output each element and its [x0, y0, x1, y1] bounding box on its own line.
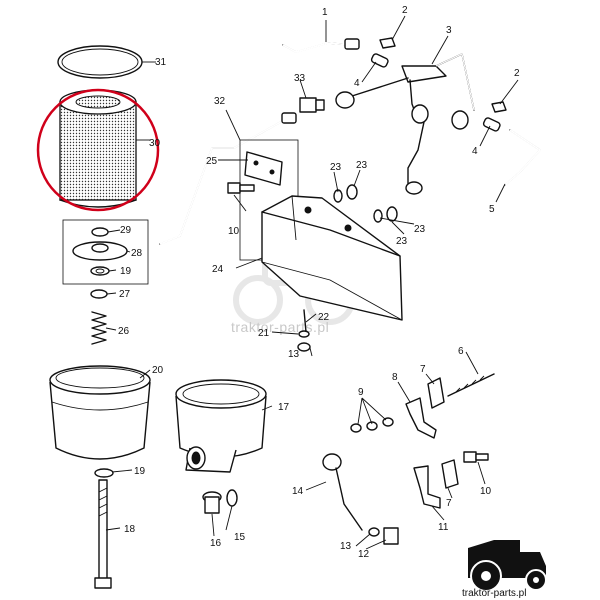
part-9-nut-set	[350, 417, 394, 433]
callout-4: 4	[354, 78, 360, 89]
callout-19: 19	[120, 266, 132, 277]
part-4-sleeve-right	[482, 117, 501, 132]
callout-1: 1	[322, 7, 328, 18]
callout-3: 3	[446, 25, 452, 36]
part-23-washer-3	[373, 209, 383, 223]
part-2-nut-right	[491, 101, 507, 113]
part-10-bolt-lower	[463, 451, 489, 463]
part-13-nut-lower	[368, 527, 380, 537]
highlight-circle	[36, 88, 160, 212]
part-3-fuel-manifold	[335, 53, 475, 195]
callout-28: 28	[131, 248, 143, 259]
callout-19: 19	[134, 466, 146, 477]
callout-25: 25	[206, 156, 218, 167]
leader-lines	[105, 15, 519, 550]
callout-5: 5	[489, 204, 495, 215]
callout-18: 18	[124, 524, 136, 535]
callout-23: 23	[414, 224, 426, 235]
callout-24: 24	[212, 264, 224, 275]
part-22-stud	[303, 309, 307, 333]
callout-14: 14	[292, 486, 304, 497]
part-7-clip-lower	[441, 459, 459, 489]
callout-numbers: 1 2 3 2 4 33 4 5 32 31 30 25 23 23 10 23…	[118, 5, 520, 560]
part-6-screw	[447, 373, 495, 397]
part-7-clip-upper	[427, 377, 445, 409]
callout-20: 20	[152, 365, 164, 376]
part-16-plug	[202, 491, 222, 514]
callout-15: 15	[234, 532, 246, 543]
callout-13: 13	[340, 541, 352, 552]
part-25-clamp-plate	[244, 151, 283, 186]
part-5-fuel-pipe	[504, 129, 542, 186]
callout-2: 2	[402, 5, 408, 16]
callout-31: 31	[155, 57, 167, 68]
callout-23: 23	[356, 160, 368, 171]
callout-4: 4	[472, 146, 478, 157]
part-24-bracket-tray	[261, 195, 403, 321]
callout-23: 23	[396, 236, 408, 247]
callout-16: 16	[210, 538, 222, 549]
part-18-long-bolt	[94, 479, 112, 589]
part-1-fuel-pipe	[282, 38, 360, 53]
part-23-washer-2	[346, 184, 358, 200]
callout-8: 8	[392, 372, 398, 383]
callout-32: 32	[214, 96, 226, 107]
callout-27: 27	[119, 289, 131, 300]
part-20-filter-bowl	[49, 365, 151, 460]
callout-7: 7	[446, 498, 452, 509]
part-17-filter-housing	[175, 379, 267, 473]
callout-10: 10	[480, 486, 492, 497]
callout-10: 10	[228, 226, 240, 237]
callout-21: 21	[258, 328, 270, 339]
part-8-bracket	[405, 397, 437, 439]
part-33-adapter	[299, 97, 325, 113]
callout-11: 11	[438, 522, 449, 533]
callout-29: 29	[120, 225, 132, 236]
callout-22: 22	[318, 312, 330, 323]
part-21-washer	[298, 330, 310, 338]
part-12-fitting	[383, 527, 399, 545]
callout-33: 33	[294, 73, 306, 84]
part-10-bolt-upper	[227, 182, 255, 194]
assembly-box-28	[62, 219, 149, 285]
callout-7: 7	[420, 364, 426, 375]
callout-12: 12	[358, 549, 370, 560]
part-27-washer	[90, 289, 108, 299]
callout-2: 2	[514, 68, 520, 79]
callout-26: 26	[118, 326, 130, 337]
brand-text: traktor-parts.pl	[462, 588, 526, 599]
part-31-ring-seal	[57, 45, 143, 79]
part-11-bracket	[413, 465, 441, 509]
part-23-washer-4	[386, 206, 398, 222]
part-32-fuel-pipe	[159, 112, 297, 245]
part-2-nut-left	[379, 37, 396, 49]
part-14-lever	[322, 453, 363, 531]
part-28-valve-seat	[72, 241, 128, 261]
part-4-sleeve-left	[370, 53, 389, 68]
part-19-seal-lower	[94, 468, 114, 478]
callout-30: 30	[149, 138, 161, 149]
part-19-seal-upper	[90, 266, 110, 276]
part-15-washer	[226, 489, 238, 507]
callout-17: 17	[278, 402, 290, 413]
part-26-spring	[91, 311, 107, 345]
callout-13: 13	[288, 349, 300, 360]
callout-23: 23	[330, 162, 342, 173]
part-29-washer	[91, 227, 109, 237]
callout-6: 6	[458, 346, 464, 357]
callout-9: 9	[358, 387, 364, 398]
brand-tractor-icon	[468, 540, 547, 592]
part-13-nut-upper	[297, 342, 311, 352]
part-30-filter-element	[59, 89, 137, 208]
